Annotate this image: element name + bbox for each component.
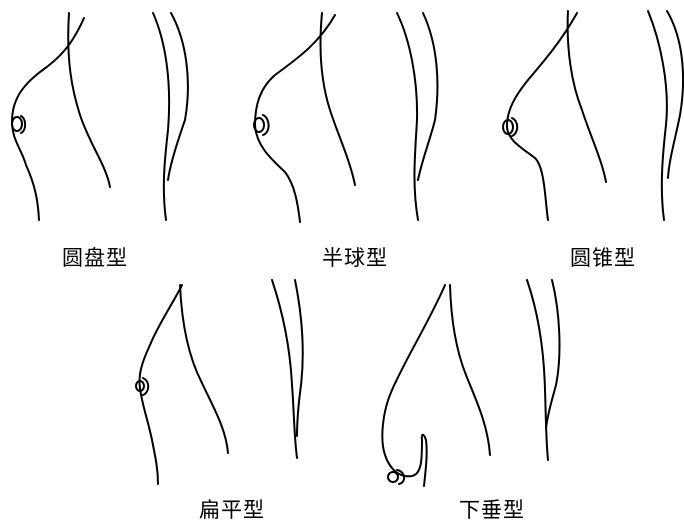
label-conical: 圆锥型 (570, 242, 636, 272)
silhouette-conical (503, 11, 683, 220)
label-hemisphere: 半球型 (322, 242, 388, 272)
label-flat: 扁平型 (199, 494, 265, 524)
label-round-disc: 圆盘型 (62, 242, 128, 272)
silhouette-hemisphere (254, 13, 437, 222)
silhouette-pendulous (382, 280, 559, 486)
label-pendulous: 下垂型 (459, 494, 525, 524)
silhouette-flat (136, 280, 303, 484)
silhouette-round-disc (12, 13, 188, 220)
